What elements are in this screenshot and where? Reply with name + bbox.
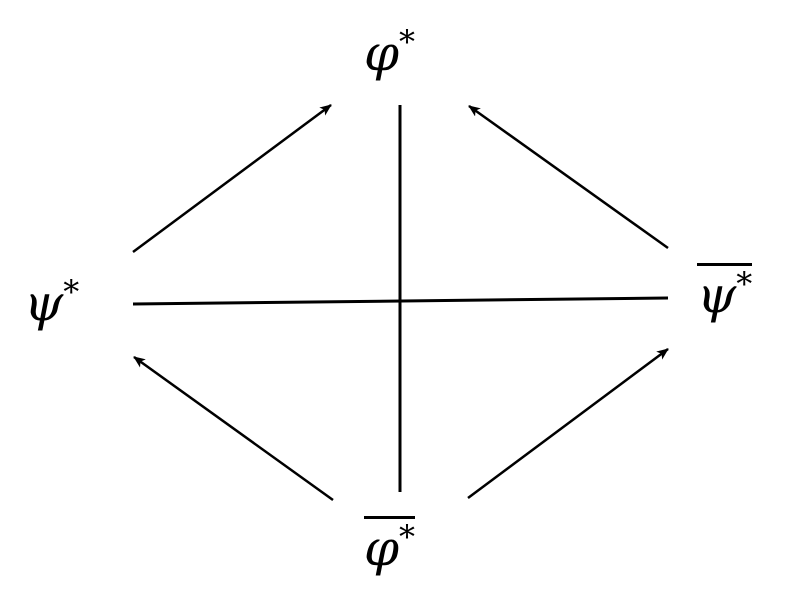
symbol: φ (364, 519, 400, 577)
star: * (736, 265, 753, 303)
symbol: ψ (24, 274, 64, 332)
arrow-bottom-to-right (467, 347, 669, 500)
arrow-bottom-to-left (133, 355, 334, 502)
node-left-psi-star: ψ* (24, 276, 79, 328)
symbol: φ (364, 24, 400, 82)
node-top-phi-star: φ* (364, 26, 415, 78)
arrow-right-to-top (468, 104, 669, 250)
arrow-left-to-top (132, 103, 332, 254)
node-right-psi-star-bar: ψ* (697, 263, 753, 320)
symbol: ψ (697, 266, 737, 324)
horizontal-line (132, 296, 669, 306)
star: * (399, 23, 416, 61)
node-bottom-phi-star-bar: φ* (364, 516, 416, 573)
star: * (399, 518, 416, 556)
star: * (63, 273, 80, 311)
